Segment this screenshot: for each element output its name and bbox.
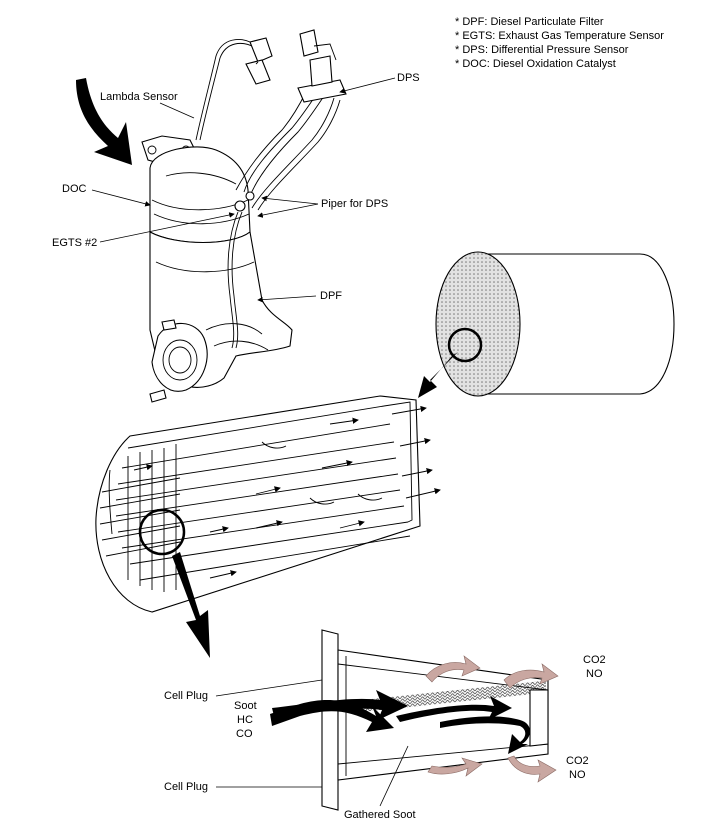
assembly-labels: Lambda Sensor DPS DOC Piper for DPS EGTS…	[52, 72, 420, 303]
cell-labels: Cell Plug Soot HC CO CO2 NO CO2 NO Cell …	[164, 654, 606, 821]
lambda-sensor-connector	[249, 37, 273, 63]
magnify-arrow-1	[418, 352, 458, 398]
exhaust-inflow-arrow	[76, 78, 132, 165]
legend-doc: * DOC: Diesel Oxidation Catalyst	[455, 58, 616, 70]
exit-arrow-top-2	[503, 663, 559, 689]
label-hc: HC	[237, 714, 253, 726]
lambda-sensor-wire	[195, 39, 255, 141]
label-co2-bottom: CO2	[566, 755, 589, 767]
label-cell-plug-bottom: Cell Plug	[164, 781, 208, 793]
dps-pipe-1	[243, 91, 319, 193]
label-dps: DPS	[397, 72, 420, 84]
label-lambda-sensor: Lambda Sensor	[100, 91, 178, 103]
exit-arrow-top-1	[425, 655, 481, 683]
legend-dps: * DPS: Differential Pressure Sensor	[455, 44, 629, 56]
doc-dpf-assembly	[76, 29, 347, 403]
label-piper-for-dps: Piper for DPS	[321, 198, 388, 210]
outlet-flange	[151, 322, 208, 392]
dps-pipe-2	[235, 91, 307, 191]
exit-arrow-bottom-1	[427, 757, 483, 777]
label-doc: DOC	[62, 183, 87, 195]
soot-channel-arrow	[440, 716, 530, 754]
label-co2-top: CO2	[583, 654, 606, 666]
legend-egts: * EGTS: Exhaust Gas Temperature Sensor	[455, 30, 664, 42]
label-no-top: NO	[586, 668, 603, 680]
dpf-filter-cylinder	[418, 251, 675, 398]
label-gathered-soot: Gathered Soot	[344, 809, 416, 821]
label-co: CO	[236, 728, 253, 740]
channel-magnify-circle	[138, 508, 186, 556]
legend-dpf: * DPF: Diesel Particulate Filter	[455, 16, 604, 28]
single-cell-detail	[270, 629, 559, 811]
exit-arrow-bottom-2	[507, 755, 557, 783]
label-soot: Soot	[234, 700, 257, 712]
gas-channel-arrow	[396, 696, 512, 722]
gas-inflow-arrow	[272, 690, 408, 720]
label-cell-plug-top: Cell Plug	[164, 690, 208, 702]
filter-magnify-circle	[447, 327, 483, 363]
label-egts2: EGTS #2	[52, 237, 97, 249]
legend: * DPF: Diesel Particulate Filter * EGTS:…	[455, 16, 664, 70]
label-dpf: DPF	[320, 290, 342, 302]
honeycomb-channel-section	[95, 395, 441, 658]
magnify-arrow-2	[172, 552, 210, 658]
label-no-bottom: NO	[569, 769, 586, 781]
